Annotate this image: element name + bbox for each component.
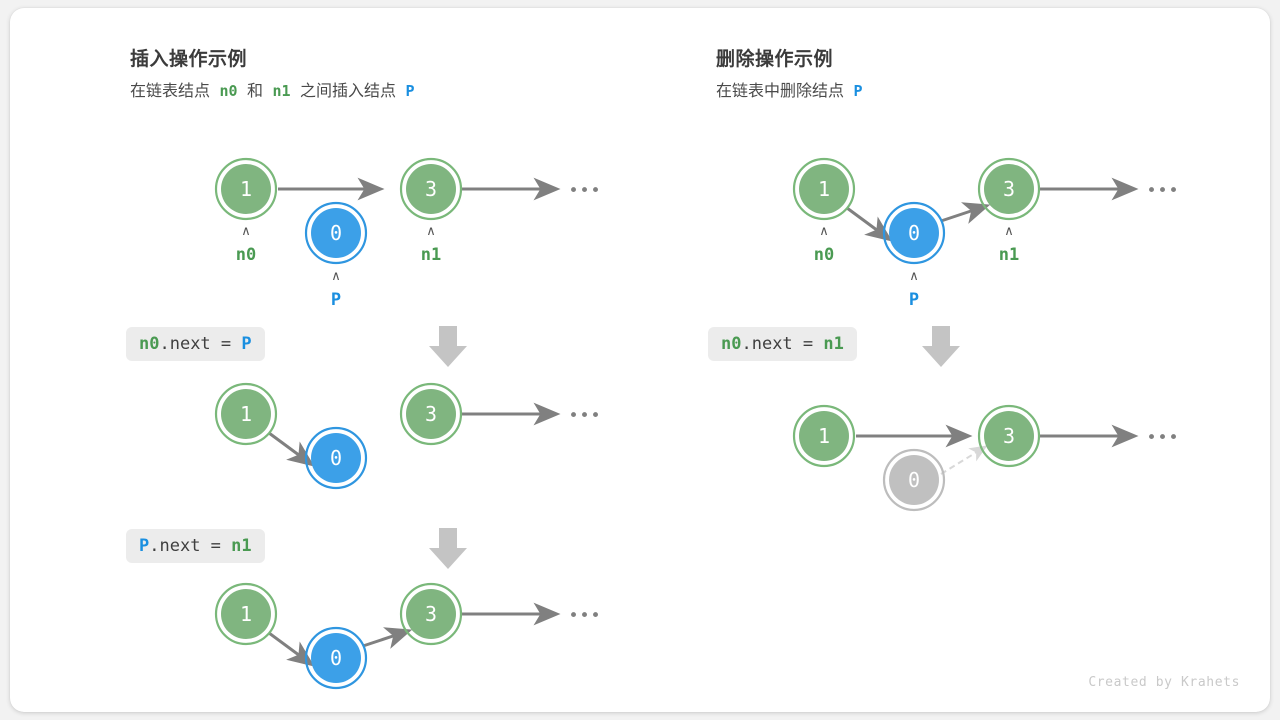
node-0-value: 0 bbox=[330, 221, 342, 245]
arrow-n0-to-p bbox=[846, 206, 893, 242]
node-3-value: 3 bbox=[425, 402, 437, 426]
subtitle-text-part3: 之间插入结点 bbox=[299, 83, 396, 100]
panel-delete-title: 删除操作示例 bbox=[716, 49, 834, 70]
subtitle-text-part1: 在链表中删除结点 bbox=[716, 83, 845, 100]
code-box-insert-step2: P.next = n1 bbox=[126, 529, 265, 563]
code-token-next: .next = bbox=[159, 334, 242, 354]
arrow-p-to-n1 bbox=[362, 627, 413, 649]
panel-insert: 插入操作示例 在链表结点 n0 和 n1 之间插入结点 P 1 bbox=[120, 8, 710, 712]
footer-credit: Created by Krahets bbox=[1088, 675, 1240, 690]
subtitle-text-part1: 在链表结点 bbox=[130, 83, 211, 100]
node-0-value: 0 bbox=[330, 446, 342, 470]
node-0: 0 bbox=[304, 201, 368, 265]
delete-step-1-diagram: 1 0 3 ••• bbox=[792, 404, 1179, 512]
node-1: 1 bbox=[214, 382, 278, 446]
insert-step-2-diagram: 1 0 3 ••• bbox=[214, 582, 601, 690]
label-n0: n0 bbox=[814, 245, 834, 265]
insert-step-initial-diagram: 1 0 3 ••• ∧ n0 ∧ n1 ∧ P bbox=[214, 157, 601, 310]
code-token-next: .next = bbox=[149, 536, 232, 556]
arrow-n0-to-p bbox=[268, 631, 315, 667]
node-3: 3 bbox=[399, 582, 463, 646]
code-token-p: P bbox=[139, 536, 150, 556]
caret-n1-icon: ∧ bbox=[426, 224, 436, 239]
node-1: 1 bbox=[214, 582, 278, 646]
node-0: 0 bbox=[882, 201, 946, 265]
ellipsis-marker: ••• bbox=[1146, 181, 1179, 201]
arrow-p-to-n1 bbox=[940, 202, 991, 224]
caret-n1-icon: ∧ bbox=[1004, 224, 1014, 239]
node-1-value: 1 bbox=[818, 177, 830, 201]
code-token-p: P bbox=[241, 334, 252, 354]
panel-insert-title: 插入操作示例 bbox=[130, 49, 248, 70]
ellipsis-marker: ••• bbox=[568, 181, 601, 201]
node-1-value: 1 bbox=[240, 602, 252, 626]
node-1: 1 bbox=[214, 157, 278, 221]
code-token-next: .next = bbox=[741, 334, 824, 354]
node-3: 3 bbox=[977, 157, 1041, 221]
node-1: 1 bbox=[792, 404, 856, 468]
diagram-card: 插入操作示例 在链表结点 n0 和 n1 之间插入结点 P 1 bbox=[10, 8, 1270, 712]
insert-step-1-diagram: 1 0 3 ••• bbox=[214, 382, 601, 490]
label-n0: n0 bbox=[236, 245, 256, 265]
panel-delete: 删除操作示例 在链表中删除结点 P 1 0 bbox=[706, 8, 1270, 712]
code-token-n1: n1 bbox=[823, 334, 844, 354]
node-0-value: 0 bbox=[908, 468, 920, 492]
node-0-deleted: 0 bbox=[882, 448, 946, 512]
node-1-value: 1 bbox=[240, 402, 252, 426]
code-token-n0: n0 bbox=[721, 334, 742, 354]
label-n1: n1 bbox=[421, 245, 441, 265]
node-1-value: 1 bbox=[818, 424, 830, 448]
code-box-insert-step1: n0.next = P bbox=[126, 327, 265, 361]
label-p: P bbox=[909, 290, 919, 310]
node-0-value: 0 bbox=[908, 221, 920, 245]
subtitle-ref-p: P bbox=[405, 82, 415, 100]
delete-step-initial-diagram: 1 0 3 ••• ∧ n0 ∧ n1 ∧ P bbox=[792, 157, 1179, 310]
node-3-value: 3 bbox=[1003, 424, 1015, 448]
label-n1: n1 bbox=[999, 245, 1019, 265]
panel-delete-subtitle: 在链表中删除结点 P bbox=[716, 80, 863, 103]
node-1: 1 bbox=[792, 157, 856, 221]
code-token-n1: n1 bbox=[231, 536, 252, 556]
node-0: 0 bbox=[304, 626, 368, 690]
down-arrow-insert-step1 bbox=[429, 326, 467, 367]
caret-n0-icon: ∧ bbox=[819, 224, 829, 239]
down-arrow-insert-step2 bbox=[429, 528, 467, 569]
node-3: 3 bbox=[399, 157, 463, 221]
code-token-n0: n0 bbox=[139, 334, 160, 354]
down-arrow-delete-step1 bbox=[922, 326, 960, 367]
node-0-value: 0 bbox=[330, 646, 342, 670]
ellipsis-marker: ••• bbox=[1146, 428, 1179, 448]
node-3: 3 bbox=[977, 404, 1041, 468]
panel-insert-subtitle: 在链表结点 n0 和 n1 之间插入结点 P bbox=[130, 80, 414, 103]
subtitle-ref-n1: n1 bbox=[272, 82, 291, 100]
label-p: P bbox=[331, 290, 341, 310]
node-3: 3 bbox=[399, 382, 463, 446]
node-1-value: 1 bbox=[240, 177, 252, 201]
ellipsis-marker: ••• bbox=[568, 606, 601, 626]
caret-n0-icon: ∧ bbox=[241, 224, 251, 239]
caret-p-icon: ∧ bbox=[909, 269, 919, 284]
subtitle-ref-n0: n0 bbox=[219, 82, 238, 100]
caret-p-icon: ∧ bbox=[331, 269, 341, 284]
ellipsis-marker: ••• bbox=[568, 406, 601, 426]
arrow-n0-to-p bbox=[268, 431, 315, 467]
arrow-deleted-to-n1-dashed bbox=[940, 445, 988, 475]
subtitle-text-part2: 和 bbox=[246, 83, 263, 100]
code-box-delete-step1: n0.next = n1 bbox=[708, 327, 857, 361]
node-3-value: 3 bbox=[1003, 177, 1015, 201]
node-3-value: 3 bbox=[425, 177, 437, 201]
node-3-value: 3 bbox=[425, 602, 437, 626]
node-0: 0 bbox=[304, 426, 368, 490]
subtitle-ref-p: P bbox=[853, 82, 863, 100]
